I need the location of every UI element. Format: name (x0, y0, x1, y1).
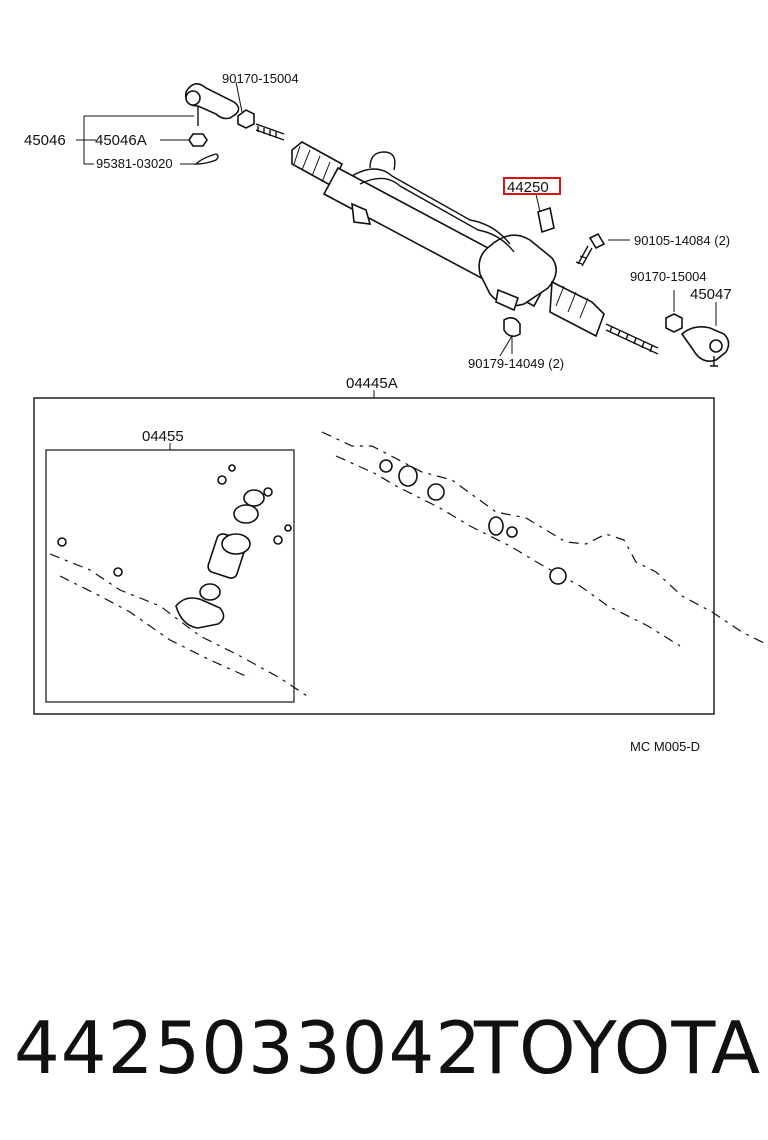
mount-bracket-right (495, 288, 519, 312)
right-bolt-group (575, 232, 630, 267)
pipe-loop (369, 151, 396, 171)
label-bolt-right: 90105-14084 (2) (634, 233, 730, 248)
tiny-ring-1 (217, 475, 227, 485)
valve-seal-upper (233, 504, 259, 524)
valve-seal-lower (199, 583, 221, 601)
label-reference-code: MC M005-D (630, 739, 700, 754)
label-gasket-kit: 04445A (346, 375, 398, 392)
gasket-kit-parts (379, 459, 567, 585)
left-tie-rod-end-group (184, 83, 285, 165)
bushing-group (503, 316, 521, 354)
rack-and-pinion-housing (291, 141, 659, 355)
lock-nut-right (665, 313, 683, 333)
oil-seal-2 (427, 483, 445, 501)
o-ring-1 (398, 465, 418, 487)
small-seal-b (113, 567, 123, 577)
valve-seal-mid (221, 533, 251, 555)
label-tie-rod-end-right: 45047 (690, 286, 732, 303)
label-tie-rod-end-left: 45046 (24, 132, 66, 149)
threaded-rod-left (255, 123, 285, 141)
ball-joint-right (709, 339, 723, 353)
threaded-rod-right (605, 323, 659, 355)
right-boot (549, 280, 605, 338)
mount-bracket-left (351, 202, 372, 225)
hydraulic-pipe-2 (359, 177, 515, 253)
valve-ring-top (243, 489, 265, 507)
seal-ring (506, 526, 518, 538)
label-nut-right: 90170-15004 (630, 269, 707, 284)
right-tie-rod-end-group (665, 290, 730, 367)
small-seal-a (57, 537, 67, 547)
label-nut-top-left: 90170-15004 (222, 71, 299, 86)
bushing-leader-line (499, 335, 513, 357)
valve-kit-frame (45, 449, 295, 703)
label-tie-rod-end-left-sub: 45046A (95, 132, 147, 149)
tiny-ring-2 (228, 464, 236, 472)
part-number: 4425033042 (14, 1006, 483, 1090)
tiny-ring-4 (273, 535, 283, 545)
highlight-box (503, 177, 561, 195)
oil-seal-1 (379, 459, 393, 473)
gasket-kit-frame (33, 397, 715, 715)
o-ring-2 (488, 516, 504, 536)
hydraulic-pipe-1 (351, 168, 511, 245)
flange-bolt (588, 232, 606, 250)
label-valve-kit: 04455 (142, 428, 184, 445)
rack-leader-line (535, 193, 541, 213)
valve-kit-parts (49, 464, 311, 699)
tiny-ring-3 (263, 487, 273, 497)
ball-joint-stud (185, 90, 201, 106)
tiny-ring-5 (284, 524, 292, 532)
label-rack-assembly[interactable]: 44250 (507, 179, 549, 196)
valve-flange (175, 597, 225, 629)
label-bushing: 90179-14049 (2) (468, 356, 564, 371)
steering-rack-diagram: 90170-15004 45046 45046A 95381-03020 442… (24, 71, 768, 754)
lock-nut-left (237, 109, 255, 129)
label-cotter-pin: 95381-03020 (96, 156, 173, 171)
pinion-shaft (537, 206, 555, 234)
oil-seal-3 (549, 567, 567, 585)
valve-housing (478, 234, 557, 307)
rack-phantom-outline (321, 431, 768, 646)
cotter-pin (194, 153, 219, 165)
brand-name: TOYOTA (474, 1006, 762, 1090)
castle-nut (188, 133, 208, 147)
rubber-bushing (503, 316, 521, 338)
left-group-bracket (76, 81, 243, 165)
